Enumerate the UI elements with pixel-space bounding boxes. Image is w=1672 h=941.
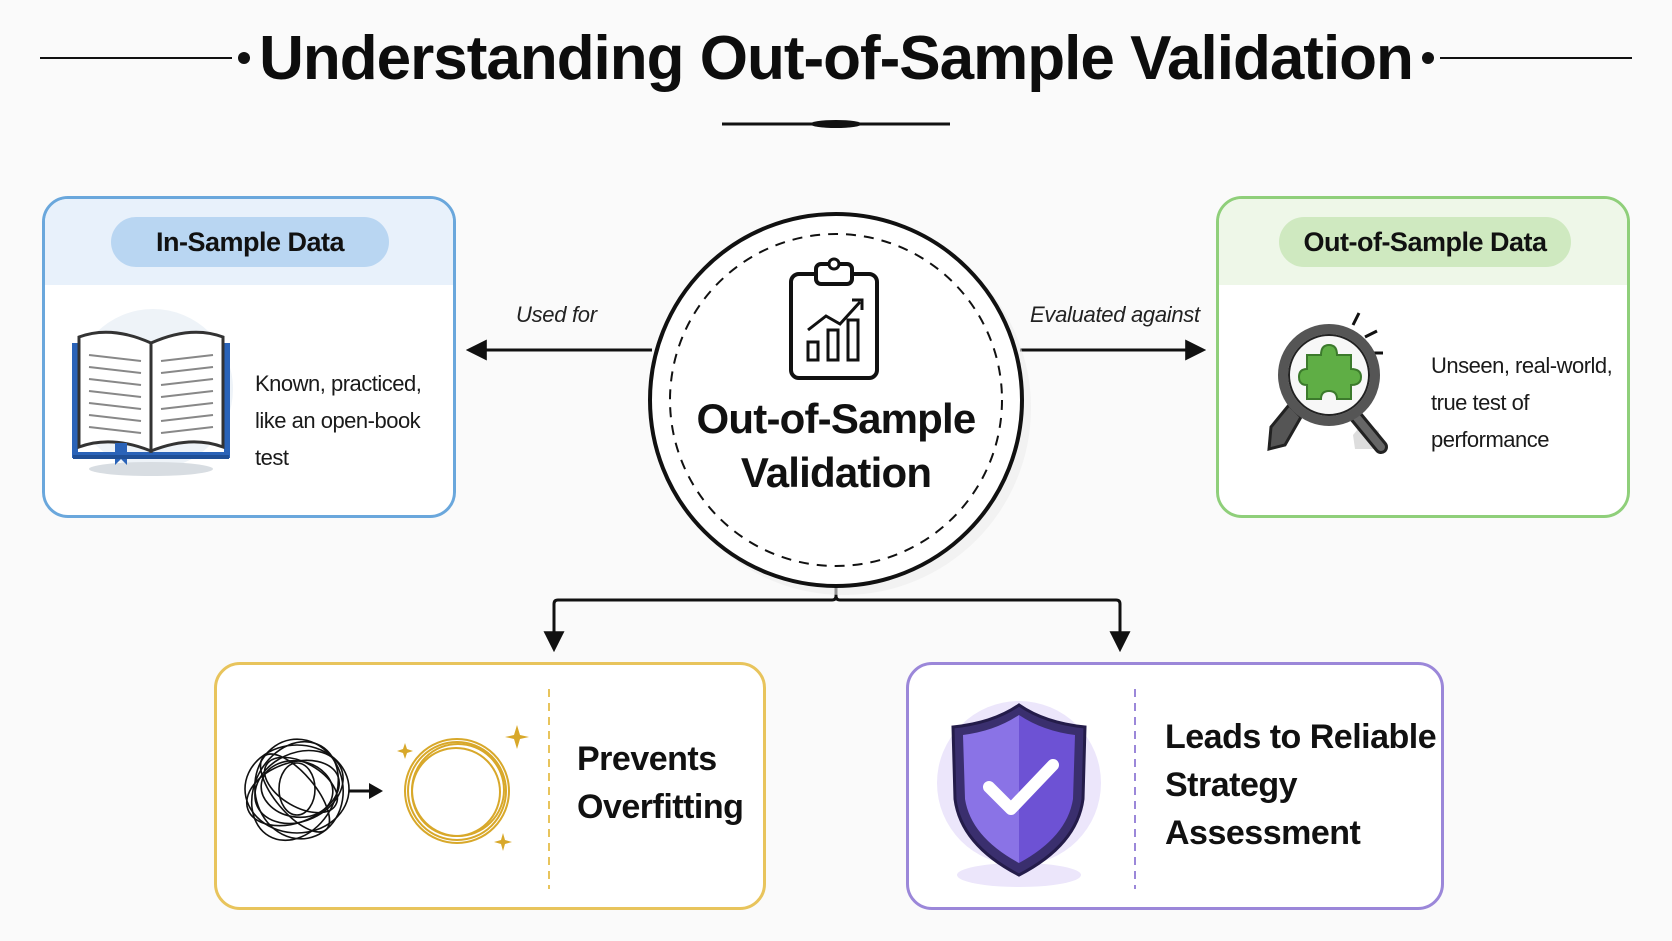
clipboard-chart-icon [789, 257, 879, 380]
reliable-card: Leads to Reliable Strategy Assessment [906, 662, 1444, 910]
magnifier-puzzle-icon [1267, 312, 1388, 454]
in-sample-title: In-Sample Data [111, 217, 389, 267]
tangle-to-circle-icon [244, 725, 529, 851]
reliable-line3: Assessment [1165, 814, 1361, 852]
center-title-line2: Validation [740, 449, 932, 496]
out-sample-title: Out-of-Sample Data [1279, 217, 1571, 267]
used-for-label: Used for [516, 302, 597, 327]
out-sample-desc-line3: performance [1431, 427, 1550, 452]
center-title-line1: Out-of-Sample [696, 395, 977, 442]
overfitting-card: Prevents Overfitting [214, 662, 766, 910]
reliable-line1: Leads to Reliable [1165, 718, 1437, 756]
overfitting-divider [548, 689, 550, 889]
center-circle [648, 212, 1031, 595]
overfitting-line2: Overfitting [577, 788, 744, 826]
reliable-line2: Strategy [1165, 766, 1298, 804]
in-sample-card: In-Sample Data Known, practiced, like an… [42, 196, 456, 518]
open-book-icon [72, 309, 233, 476]
page-title: Understanding Out-of-Sample Validation [259, 24, 1414, 93]
reliable-divider [1134, 689, 1136, 889]
in-sample-desc-line2: like an open-book test [255, 408, 421, 470]
overfitting-line1: Prevents [577, 740, 717, 778]
out-sample-desc-line1: Unseen, real-world, [1431, 353, 1613, 378]
out-sample-desc-line2: true test of [1431, 390, 1529, 415]
evaluated-against-label: Evaluated against [1030, 302, 1200, 327]
in-sample-desc-line1: Known, practiced, [255, 371, 422, 396]
shield-check-icon [937, 701, 1101, 887]
out-sample-card: Out-of-Sample Data Unseen, real-world, t… [1216, 196, 1630, 518]
